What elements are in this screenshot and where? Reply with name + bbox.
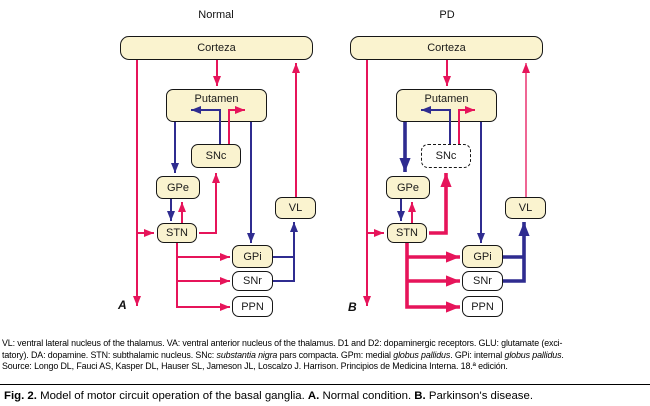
node-putamen-pd: Putamen	[396, 89, 497, 122]
caption-text: Model of motor circuit operation of the …	[36, 390, 308, 402]
arrow-snr-gpi-to-vl	[273, 222, 298, 282]
abbreviation-legend: VL: ventral lateral nucleus of the thala…	[2, 338, 650, 373]
node-putamen-normal: Putamen	[166, 89, 267, 122]
legend-line-1: VL: ventral lateral nucleus of the thala…	[2, 338, 563, 348]
caption-a-label: A.	[307, 390, 320, 402]
node-corteza-normal: Corteza	[120, 36, 313, 60]
node-ppn-normal: PPN	[232, 296, 273, 317]
panel-label-b: B	[348, 300, 357, 314]
panel-label-a: A	[118, 298, 127, 312]
legend-line2-italic: substantia nigra	[216, 349, 278, 360]
legend-source-line: Source: Longo DL, Fauci AS, Kasper DL, H…	[2, 361, 508, 372]
figure-caption: Fig. 2. Model of motor circuit operation…	[4, 390, 648, 402]
legend-line2-part: . GPi: internal	[450, 349, 505, 360]
caption-b-label: B.	[414, 390, 426, 402]
node-corteza-pd: Corteza	[350, 36, 543, 60]
node-snc-normal: SNc	[191, 144, 241, 168]
node-snr-normal: SNr	[232, 271, 273, 291]
legend-line2-part: pars compacta. GPm: medial	[277, 349, 394, 360]
arrow-snr-gpi-to-vl-increased	[503, 222, 530, 283]
circuit-arrows	[133, 60, 530, 313]
legend-line2-italic: globus pallidus	[393, 349, 451, 360]
node-ppn-pd: PPN	[462, 296, 503, 317]
node-gpe-normal: GPe	[156, 176, 200, 199]
node-snr-pd: SNr	[462, 271, 503, 291]
caption-divider	[0, 384, 650, 385]
arrow-stn-to-snc	[199, 173, 220, 234]
node-vl-normal: VL	[275, 197, 316, 219]
legend-line-2: tatory). DA: dopamine. STN: subthalamic …	[2, 350, 650, 362]
caption-text: Normal condition.	[319, 390, 415, 402]
node-gpe-pd: GPe	[386, 176, 430, 199]
node-snc-pd-degenerated: SNc	[421, 144, 471, 168]
legend-line2-part: .	[561, 349, 564, 360]
panel-title-pd: PD	[439, 9, 455, 21]
node-gpi-pd: GPi	[462, 245, 503, 268]
legend-line2-part: tatory). DA: dopamine. STN: subthalamic …	[2, 349, 217, 360]
panel-title-normal: Normal	[198, 9, 234, 21]
node-stn-normal: STN	[157, 223, 197, 243]
arrow-stn-to-snc-increased	[429, 173, 452, 235]
node-vl-pd: VL	[505, 197, 546, 219]
node-gpi-normal: GPi	[232, 245, 273, 268]
arrow-stn-to-ppn	[176, 243, 230, 311]
node-stn-pd: STN	[387, 223, 427, 243]
arrow-stn-to-ppn-increased	[405, 243, 460, 313]
figure-number: Fig. 2.	[4, 390, 37, 402]
legend-line2-italic: globus pallidus	[504, 349, 562, 360]
caption-text: Parkinson's disease.	[425, 390, 533, 402]
